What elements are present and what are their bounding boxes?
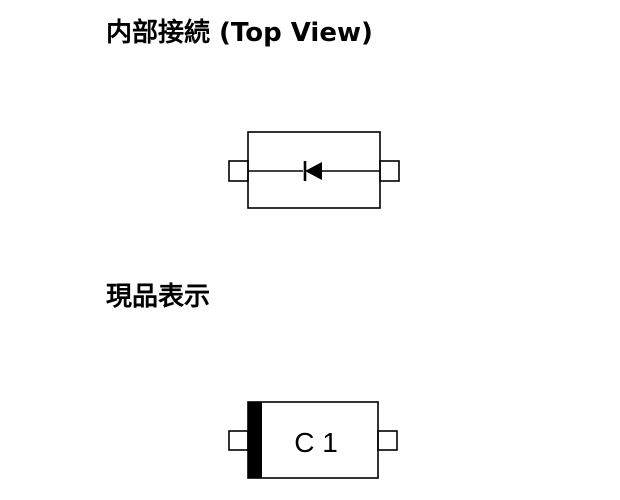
diode-symbol-icon	[248, 161, 380, 181]
cathode-band-icon	[248, 402, 262, 478]
marking-right-lead	[377, 430, 398, 451]
marking-left-lead	[228, 430, 249, 451]
marking-code: C 1	[294, 427, 338, 458]
product-marking-title: 現品表示	[106, 282, 211, 312]
internal-connection-title: 内部接続 (Top View)	[106, 18, 373, 48]
anode-triangle	[305, 162, 322, 180]
package-outline-top	[228, 131, 400, 209]
